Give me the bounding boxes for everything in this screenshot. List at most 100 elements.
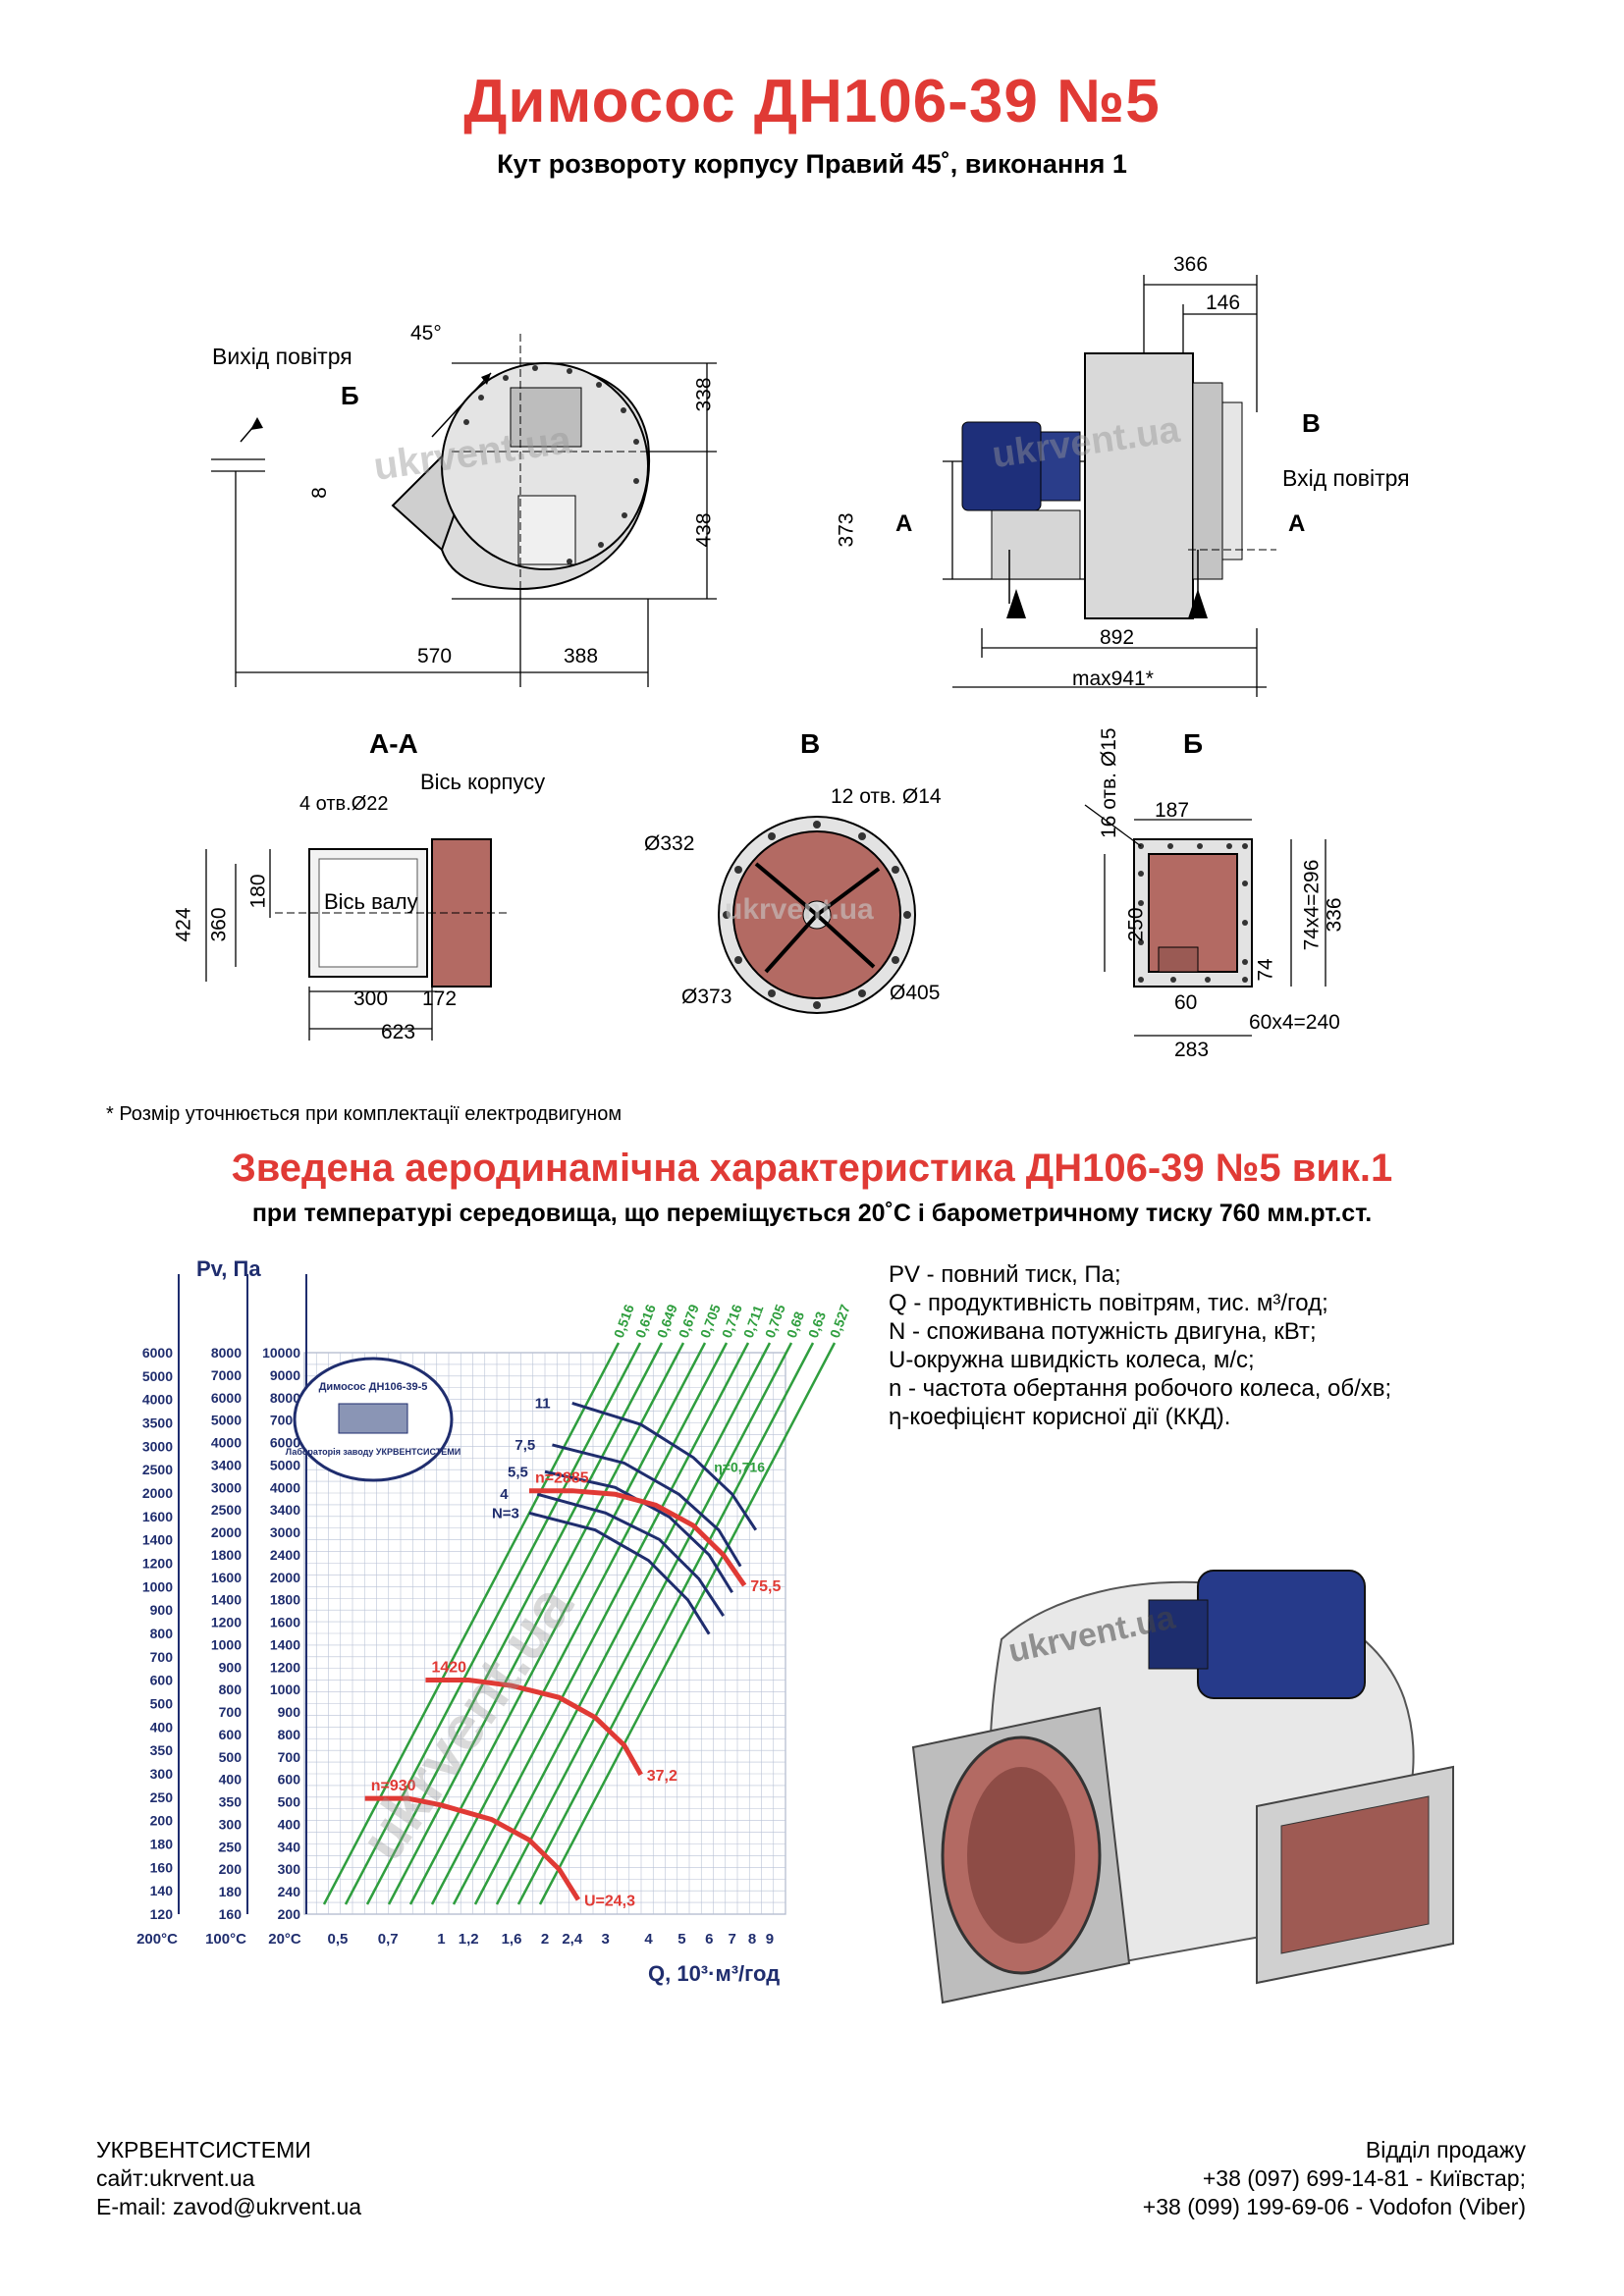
- x-tick-label: 0,7: [378, 1931, 399, 1948]
- dim-d405: Ø405: [890, 982, 941, 1004]
- section-b-title: Б: [1183, 728, 1204, 759]
- dim-373: 373: [835, 512, 858, 548]
- efficiency-line: [516, 1342, 815, 1905]
- y-tick-label: 2000: [142, 1485, 173, 1501]
- body-axis-label: Вісь корпусу: [420, 770, 546, 794]
- y-tick-label: 3500: [142, 1415, 173, 1431]
- dim-187: 187: [1155, 799, 1190, 822]
- y-tick-label: 700: [150, 1649, 174, 1665]
- speed-curve-label: 1420: [431, 1660, 466, 1677]
- speed-curve-label: n=930: [371, 1778, 416, 1794]
- y-tick-label: 500: [219, 1749, 243, 1765]
- x-tick-label: 0,5: [328, 1931, 349, 1948]
- page-title: Димосос ДН106-39 №5: [463, 68, 1161, 135]
- y-axis-label: Pv, Па: [196, 1256, 261, 1281]
- side-view-drawing: [943, 275, 1276, 697]
- outlet-label: Вихід повітря: [212, 344, 352, 369]
- y-tick-label: 7000: [270, 1413, 300, 1428]
- dim-300: 300: [353, 988, 389, 1010]
- efficiency-line: [365, 1342, 664, 1905]
- legend-item: N - споживана потужність двигуна, кВт;: [889, 1318, 1317, 1345]
- y-tick-label: 1400: [211, 1592, 242, 1608]
- x-tick-label: 2: [541, 1931, 549, 1948]
- x-axis-label: Q, 10³·м³/год: [648, 1961, 780, 1986]
- dim-d373: Ø373: [681, 986, 732, 1008]
- dim-388: 388: [564, 645, 599, 667]
- speed-curve: [425, 1678, 643, 1777]
- watermark: ukrvent.ua: [725, 893, 874, 926]
- power-curve-label: N=3: [492, 1505, 519, 1522]
- power-curve: [552, 1443, 742, 1568]
- y-tick-label: 7000: [211, 1367, 242, 1383]
- legend-item: Q - продуктивність повітрям, тис. м³/год…: [889, 1290, 1328, 1316]
- x-tick-label: 1,6: [502, 1931, 522, 1948]
- y-tick-label: 1600: [142, 1509, 173, 1524]
- dim-250: 250: [1124, 907, 1148, 942]
- speed-curve-label: n=2885: [535, 1470, 589, 1487]
- y-tick-label: 250: [150, 1789, 174, 1805]
- y-tick-label: 800: [278, 1727, 301, 1742]
- power-curve: [528, 1511, 711, 1635]
- y-tick-label: 160: [219, 1906, 243, 1922]
- front-view-drawing: [211, 334, 717, 687]
- dim-570: 570: [417, 645, 453, 667]
- efficiency-line: [452, 1342, 750, 1905]
- y-axis-name: 200°С: [136, 1931, 178, 1948]
- site-link[interactable]: сайт:ukrvent.ua: [96, 2165, 255, 2191]
- y-tick-label: 400: [150, 1719, 174, 1735]
- x-tick-label: 2,4: [562, 1931, 583, 1948]
- y-tick-label: 180: [150, 1837, 174, 1852]
- x-tick-label: 3: [602, 1931, 610, 1948]
- phone-kyivstar[interactable]: +38 (097) 699-14-81 - Київстар;: [1202, 2165, 1526, 2191]
- y-tick-label: 2000: [270, 1570, 300, 1585]
- dim-146: 146: [1206, 292, 1241, 314]
- y-tick-label: 2500: [211, 1502, 242, 1518]
- speed-curve-u-label: 37,2: [647, 1768, 677, 1785]
- section-a-marker-left: А: [895, 510, 913, 537]
- footer-contacts: УКРВЕНТСИСТЕМИ сайт:ukrvent.ua E-mail: z…: [96, 2136, 361, 2221]
- x-tick-label: 7: [729, 1931, 736, 1948]
- dim-283: 283: [1174, 1039, 1210, 1061]
- email-link[interactable]: E-mail: zavod@ukrvent.ua: [96, 2194, 362, 2219]
- efficiency-label: 0,63: [805, 1309, 829, 1340]
- y-tick-label: 6000: [142, 1345, 173, 1361]
- y-tick-label: 300: [219, 1816, 243, 1832]
- y-tick-label: 6000: [211, 1390, 242, 1406]
- y-tick-label: 5000: [211, 1413, 242, 1428]
- efficiency-max-label: η=0,716: [714, 1459, 765, 1474]
- y-tick-label: 900: [219, 1659, 243, 1675]
- y-tick-label: 400: [278, 1816, 301, 1832]
- power-curve: [536, 1492, 725, 1617]
- legend: PV - повний тиск, Па; Q - продуктивність…: [889, 1260, 1391, 1431]
- y-tick-label: 1200: [270, 1659, 300, 1675]
- dim-74: 74: [1254, 958, 1277, 982]
- footnote: * Розмір уточнюється при комплектації ел…: [106, 1103, 623, 1125]
- dim-60: 60: [1174, 991, 1198, 1014]
- dim-8: 8: [307, 487, 331, 499]
- v-holes-label: 12 отв. Ø14: [831, 785, 942, 808]
- dim-338: 338: [692, 377, 716, 412]
- efficiency-line: [430, 1342, 729, 1905]
- sales-dept: Відділ продажу: [1365, 2137, 1526, 2163]
- y-tick-label: 350: [219, 1794, 243, 1810]
- power-curve-label: 7,5: [514, 1437, 535, 1454]
- power-curve: [544, 1469, 733, 1594]
- y-tick-label: 1200: [142, 1556, 173, 1572]
- speed-curve: [528, 1488, 747, 1587]
- dim-max941: max941*: [1072, 667, 1154, 690]
- y-tick-label: 340: [278, 1839, 301, 1854]
- y-tick-label: 1000: [211, 1636, 242, 1652]
- dim-424: 424: [172, 907, 195, 942]
- company-name: УКРВЕНТСИСТЕМИ: [96, 2137, 311, 2163]
- y-tick-label: 1600: [270, 1615, 300, 1630]
- dim-892: 892: [1100, 626, 1135, 649]
- efficiency-label: 0,68: [784, 1309, 807, 1340]
- power-curve-label: 4: [500, 1486, 509, 1503]
- fan-3d-illustration: [911, 1570, 1454, 2004]
- y-tick-label: 140: [150, 1883, 174, 1898]
- efficiency-line: [387, 1342, 685, 1905]
- y-tick-label: 3000: [270, 1524, 300, 1540]
- x-tick-label: 6: [705, 1931, 713, 1948]
- y-tick-label: 600: [219, 1727, 243, 1742]
- phone-vodafone[interactable]: +38 (099) 199-69-06 - Vodofon (Viber): [1142, 2194, 1526, 2219]
